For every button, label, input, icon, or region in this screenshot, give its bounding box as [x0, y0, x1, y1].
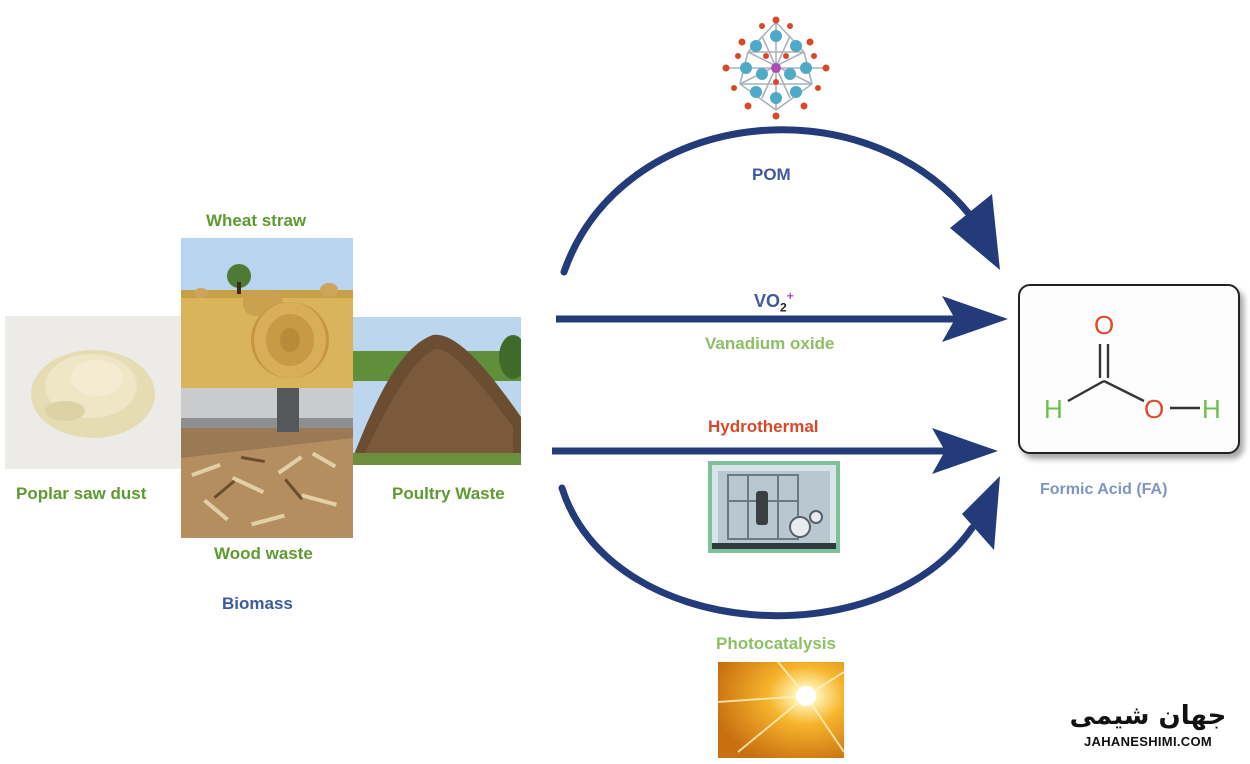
hydroxyl-oxygen-atom: O: [1144, 394, 1165, 424]
sun-photo: [718, 662, 844, 758]
hydrogen-atom-left: H: [1044, 394, 1063, 424]
photocatalysis-arrow: [558, 484, 976, 620]
poultry-waste-photo: [353, 317, 521, 465]
hydrogen-atom-right: H: [1202, 394, 1221, 424]
poplar-saw-dust-photo: [5, 316, 181, 469]
carbonyl-oxygen-atom: O: [1094, 310, 1115, 340]
vo2-subscript: 2: [780, 300, 787, 315]
logo-english-text: JAHANESHIMI.COM: [1083, 734, 1212, 749]
biomass-label: Biomass: [222, 594, 293, 613]
hydrothermal-label: Hydrothermal: [708, 417, 819, 436]
pom-label: POM: [752, 165, 791, 184]
poultry-waste-label: Poultry Waste: [392, 484, 505, 503]
wheat-straw-label: Wheat straw: [206, 211, 307, 230]
hydrothermal-reactor-photo: [708, 461, 840, 553]
vanadium-oxide-label: Vanadium oxide: [705, 334, 835, 353]
wood-waste-label: Wood waste: [214, 544, 313, 563]
photocatalysis-label: Photocatalysis: [716, 634, 836, 653]
vo2-label: VO2+: [754, 289, 794, 315]
vanadium-arrowhead: [942, 296, 1008, 342]
pom-cluster-icon: [722, 16, 830, 120]
jahaneshimi-logo: جهان شیمی JAHANESHIMI.COM: [1068, 700, 1228, 756]
vo2-prefix: VO: [754, 291, 781, 311]
photocatalysis-arrowhead: [962, 476, 1000, 550]
pom-arrowhead: [950, 194, 1000, 270]
poplar-saw-dust-label: Poplar saw dust: [16, 484, 147, 503]
pom-arrow: [560, 126, 974, 276]
hydrothermal-arrowhead: [932, 428, 998, 474]
wood-waste-photo: [181, 388, 353, 538]
formic-acid-structure: O H O H: [1018, 284, 1240, 454]
formic-acid-label: Formic Acid (FA): [1040, 481, 1168, 498]
vo2-superscript: +: [786, 289, 794, 303]
logo-persian-text: جهان شیمی: [1069, 701, 1227, 731]
wheat-straw-photo: [181, 238, 353, 388]
